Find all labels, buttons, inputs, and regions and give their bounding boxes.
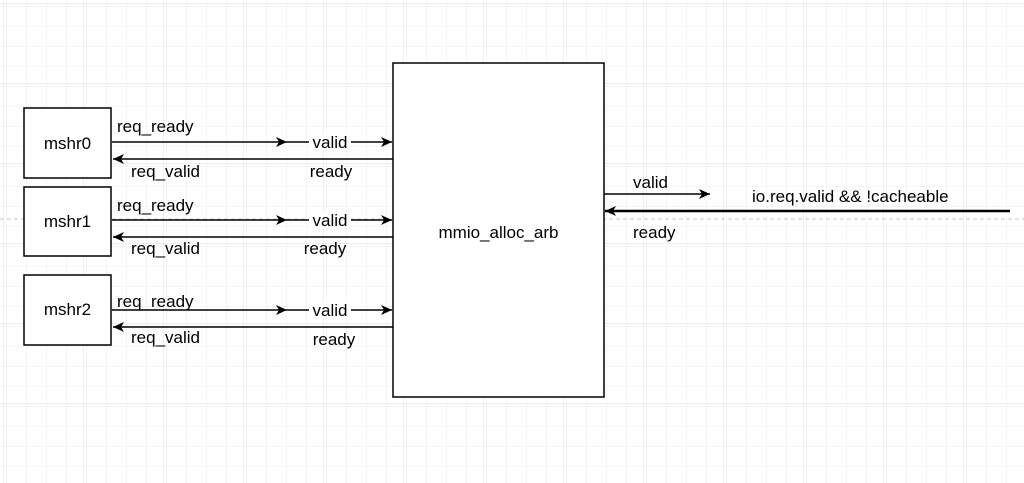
mshr1-valid-label: valid (313, 211, 348, 230)
mshr1-group: mshr1 req_ready valid req_valid ready (23, 186, 393, 258)
arbiter-label: mmio_alloc_arb (439, 223, 559, 242)
mshr1-box[interactable] (23, 186, 112, 257)
arbiter-box[interactable] (392, 62, 605, 398)
mshr0-valid-label: valid (313, 133, 348, 152)
mshr0-box[interactable] (23, 107, 112, 179)
arbiter-block[interactable]: mmio_alloc_arb (392, 62, 605, 398)
output-group: valid ready io.req.valid && !cacheable (604, 173, 1010, 242)
output-condition-label: io.req.valid && !cacheable (752, 187, 949, 206)
mshr1-req-ready-label: req_ready (117, 196, 194, 215)
mshr2-group: mshr2 req_ready valid req_valid ready (23, 274, 393, 349)
mshr2-valid-label-bg (309, 301, 351, 318)
mshr0-valid-label-bg (309, 133, 351, 150)
mshr1-label: mshr1 (44, 212, 91, 231)
mshr0-ready-label: ready (310, 162, 353, 181)
mshr2-ready-label: ready (313, 330, 356, 349)
mshr1-valid-label-bg (309, 211, 351, 228)
mshr0-req-ready-label: req_ready (117, 117, 194, 136)
mshr2-label: mshr2 (44, 300, 91, 319)
mshr2-valid-label: valid (313, 301, 348, 320)
mshr0-group: mshr0 req_ready valid req_valid ready (23, 107, 393, 181)
mshr1-req-valid-label: req_valid (131, 239, 200, 258)
mshr2-box[interactable] (23, 274, 112, 346)
mshr1-ready-label: ready (304, 239, 347, 258)
mshr2-req-ready-label: req_ready (117, 292, 194, 311)
output-ready-label: ready (633, 223, 676, 242)
output-valid-label: valid (633, 173, 668, 192)
mshr0-req-valid-label: req_valid (131, 162, 200, 181)
mshr0-label: mshr0 (44, 134, 91, 153)
mshr2-req-valid-label: req_valid (131, 328, 200, 347)
